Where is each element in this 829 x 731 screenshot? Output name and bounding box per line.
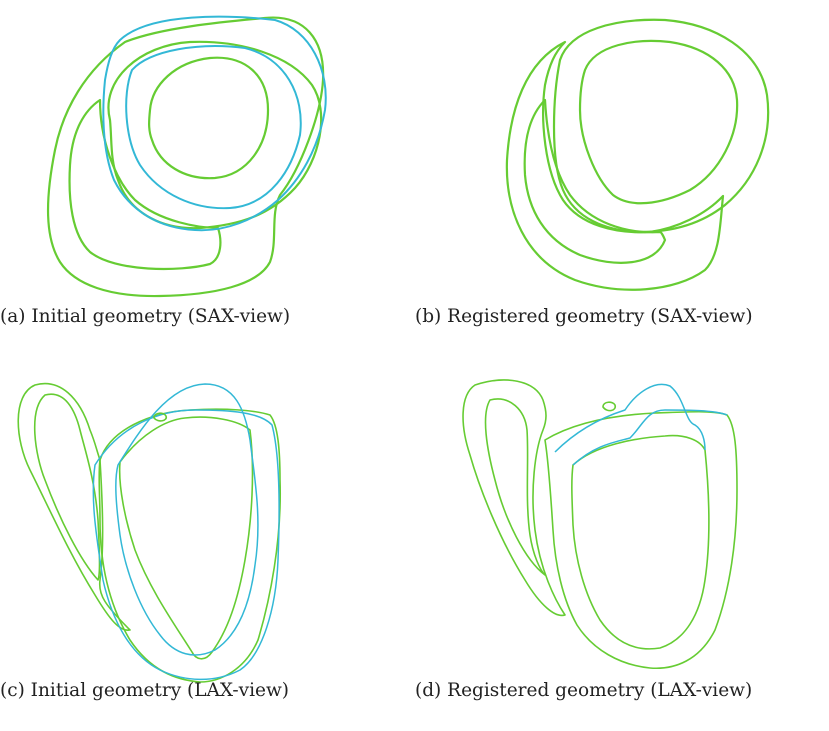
green-lv-outer-contour xyxy=(544,410,738,670)
green-lv-inner-contour xyxy=(118,416,254,660)
panel-a: (a) Initial geometry (SAX-view) xyxy=(0,0,415,360)
blue-lv-endo-contour xyxy=(125,45,302,210)
blue-lv-epi-contour xyxy=(102,15,327,232)
green-rv-inner-contour xyxy=(33,393,101,581)
caption-d: (d) Registered geometry (LAX-view) xyxy=(415,680,753,701)
green-lv-endo-contour xyxy=(578,39,739,205)
green-outer-contour xyxy=(46,16,325,298)
caption-b: (b) Registered geometry (SAX-view) xyxy=(415,306,753,327)
green-rv-outer-contour xyxy=(462,379,566,617)
caption-c: (c) Initial geometry (LAX-view) xyxy=(0,680,290,701)
panel-c-contours xyxy=(17,382,282,683)
caption-a: (a) Initial geometry (SAX-view) xyxy=(0,306,291,327)
panel-a-contours xyxy=(46,15,327,298)
green-lv-epi-contour xyxy=(552,18,770,234)
green-small-loop xyxy=(153,412,168,422)
green-lv-endo-contour xyxy=(148,56,270,180)
green-rv-inner-contour xyxy=(523,98,667,264)
blue-lv-outer-contour xyxy=(92,409,280,681)
panel-b: (b) Registered geometry (SAX-view) xyxy=(415,0,829,360)
green-rv-outer-contour xyxy=(17,382,131,631)
green-outer-contour xyxy=(505,40,725,291)
green-lv-outer-contour xyxy=(98,408,282,683)
green-rv-inner-contour xyxy=(68,98,222,271)
panel-d-contours xyxy=(462,379,738,670)
green-rv-inner-contour xyxy=(484,398,546,576)
blue-lv-inner-contour xyxy=(115,383,259,656)
green-lv-epi-contour xyxy=(107,40,323,230)
panel-b-contours xyxy=(505,18,770,291)
green-small-loop xyxy=(602,401,617,412)
green-lv-inner-contour xyxy=(571,434,710,650)
blue-lv-outer-contour xyxy=(572,409,728,466)
panel-d: (d) Registered geometry (LAX-view) xyxy=(415,370,829,731)
panel-c: (c) Initial geometry (LAX-view) xyxy=(0,370,415,731)
blue-lv-inner-contour xyxy=(554,383,706,453)
